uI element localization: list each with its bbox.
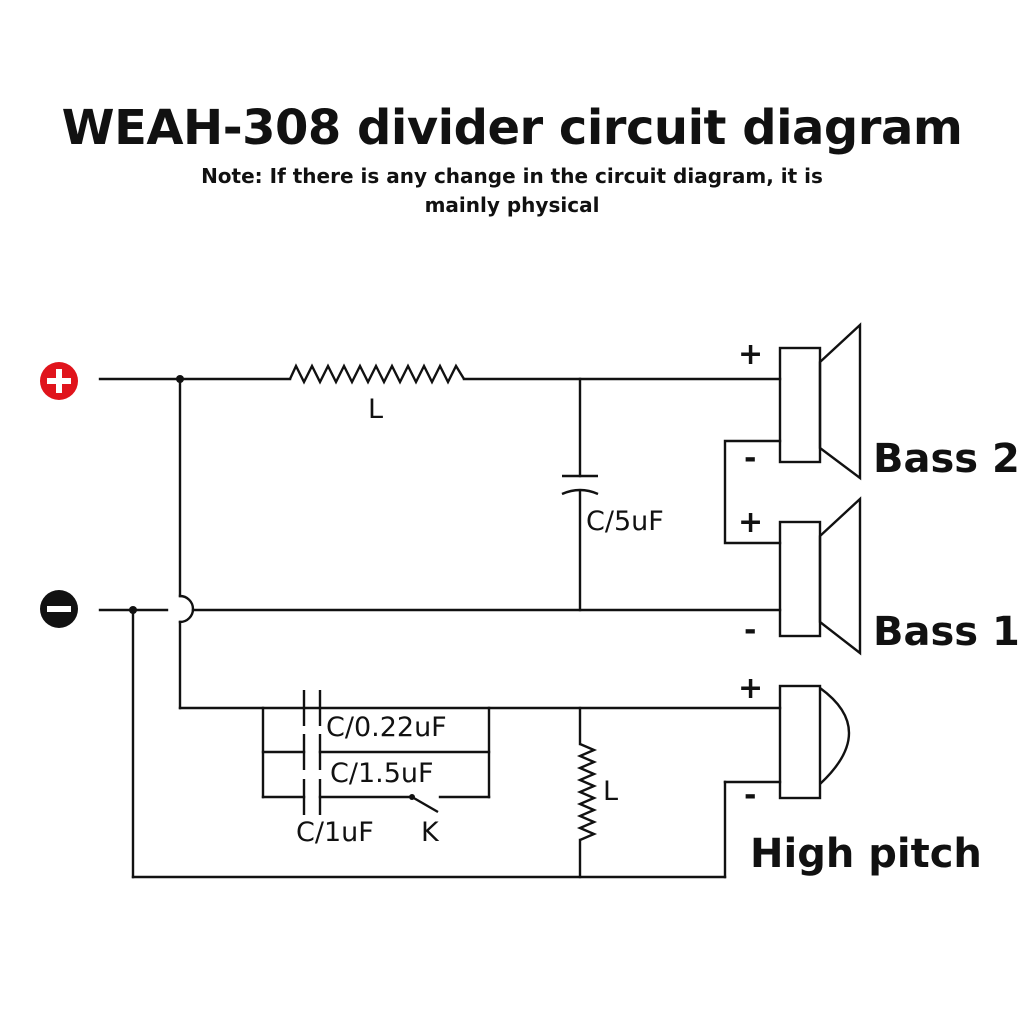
bass1-magnet [778, 520, 822, 638]
inductor-high-label: L [603, 776, 618, 807]
inductor-high-symbol [576, 742, 598, 842]
capacitor-15-label: C/1.5uF [330, 758, 434, 789]
note-line-1: Note: If there is any change in the circ… [201, 164, 823, 188]
bass2-minus-sign: - [744, 441, 756, 476]
bass2-label: Bass 2 [873, 436, 1020, 482]
wire-crossover-hop [178, 594, 195, 624]
switch-k-label: K [421, 817, 440, 848]
bass2-magnet [778, 346, 822, 464]
bass2-speaker-icon [778, 322, 862, 481]
bass1-label: Bass 1 [873, 609, 1020, 655]
bass2-plus-sign: + [738, 337, 763, 372]
high-pitch-label: High pitch [750, 831, 982, 877]
tweeter-magnet [778, 684, 822, 800]
tweeter-dome [819, 687, 851, 785]
inductor-top-label: L [368, 394, 383, 425]
switch-k-lever [411, 795, 439, 814]
bass1-minus-sign: - [744, 613, 756, 648]
capacitor-5uf-label: C/5uF [586, 506, 664, 537]
high-minus-sign: - [744, 778, 756, 813]
capacitor-022-label: C/0.22uF [326, 712, 447, 743]
positive-terminal-icon [40, 362, 78, 400]
wire-bass-series-link [723, 439, 782, 545]
high-plus-sign: + [738, 671, 763, 706]
page-title: WEAH-308 divider circuit diagram [61, 100, 963, 156]
inductor-top-symbol [288, 363, 466, 385]
capacitor-5uf-plate-bottom [561, 488, 599, 496]
capacitor-1-label: C/1uF [296, 817, 374, 848]
bass1-cone [818, 496, 862, 656]
bass1-speaker-icon [778, 496, 862, 656]
negative-terminal-icon [40, 590, 78, 628]
bass1-plus-sign: + [738, 505, 763, 540]
note-line-2: mainly physical [424, 193, 600, 217]
bass2-cone [818, 322, 862, 481]
tweeter-speaker-icon [778, 684, 851, 800]
